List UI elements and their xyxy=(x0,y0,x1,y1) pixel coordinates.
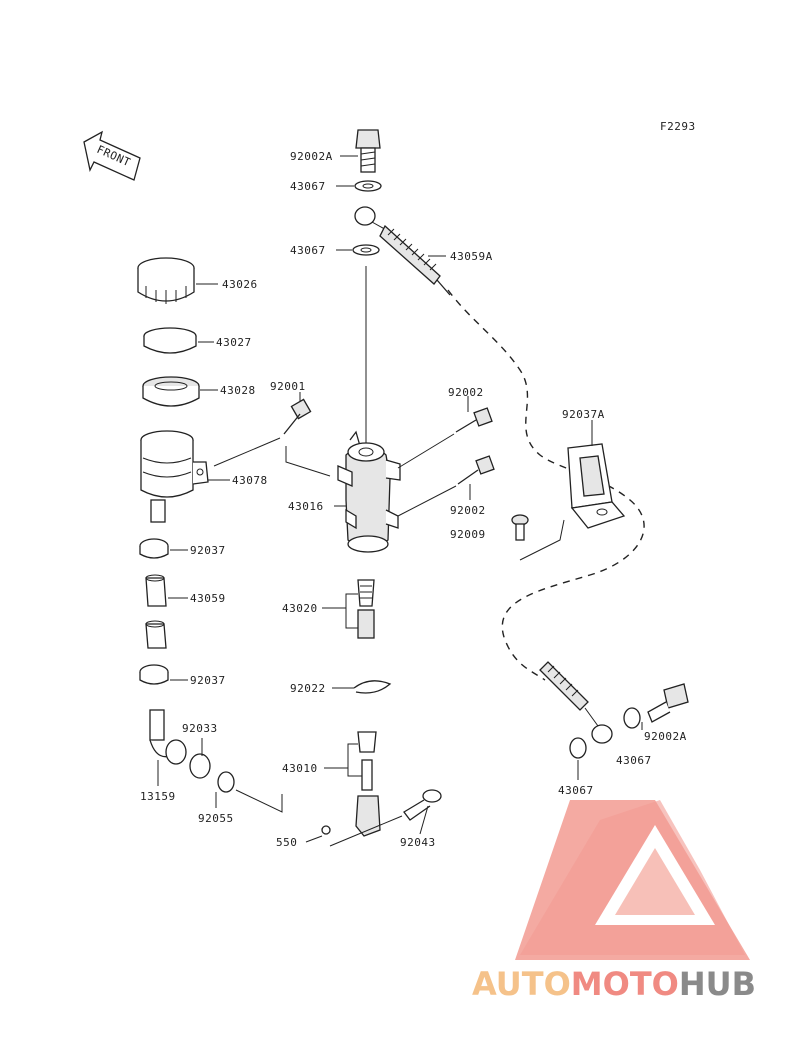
screw-92001 xyxy=(213,398,312,467)
circlip xyxy=(189,753,211,779)
label-43020: 43020 xyxy=(282,602,318,615)
part-labels: 92002A 43067 43067 43059A 43026 43027 43… xyxy=(140,150,687,849)
diaphragm-plate xyxy=(143,327,197,354)
label-92055: 92055 xyxy=(198,812,234,825)
o-ring xyxy=(217,771,235,793)
label-43067-d: 43067 xyxy=(558,784,594,797)
label-92037-a: 92037 xyxy=(190,544,226,557)
label-43078: 43078 xyxy=(232,474,268,487)
label-43067-c: 43067 xyxy=(616,754,652,767)
hose-fitting xyxy=(149,709,187,765)
label-43067-a: 43067 xyxy=(290,180,326,193)
label-43016: 43016 xyxy=(288,500,324,513)
piston-assembly xyxy=(357,579,375,639)
banjo-bolt-top xyxy=(355,129,381,173)
washer-lower-1 xyxy=(623,707,641,729)
diaphragm xyxy=(142,376,200,407)
watermark-text: AUTOMOTOHUB xyxy=(472,965,756,1003)
washer-top-1 xyxy=(354,180,382,192)
label-92043: 92043 xyxy=(400,836,436,849)
front-arrow-icon: FRONT xyxy=(83,130,141,181)
label-43059A: 43059A xyxy=(450,250,493,263)
label-43026: 43026 xyxy=(222,278,258,291)
brake-hose-upper xyxy=(354,206,451,296)
screw-92002-upper xyxy=(397,407,493,469)
label-92037A: 92037A xyxy=(562,408,605,421)
hose-clamp-2 xyxy=(139,664,169,685)
label-92002-upper: 92002 xyxy=(448,386,484,399)
label-43059: 43059 xyxy=(190,592,226,605)
label-92002A-top: 92002A xyxy=(290,150,333,163)
push-rod-assembly xyxy=(355,731,381,837)
washer-lower-2 xyxy=(569,737,587,759)
banjo-bolt-lower xyxy=(647,683,689,723)
label-92001: 92001 xyxy=(270,380,306,393)
label-92022: 92022 xyxy=(290,682,326,695)
label-43027: 43027 xyxy=(216,336,252,349)
screw-92002-lower xyxy=(397,455,495,517)
brake-hose-lower xyxy=(539,661,613,744)
washer-top-2 xyxy=(352,244,380,256)
diagram-code: F2293 xyxy=(660,120,696,133)
hose-clamp-1 xyxy=(139,538,169,559)
label-43028: 43028 xyxy=(220,384,256,397)
label-92037-b: 92037 xyxy=(190,674,226,687)
brake-hose-route xyxy=(447,289,645,681)
label-43067-b: 43067 xyxy=(290,244,326,257)
label-92009: 92009 xyxy=(450,528,486,541)
label-92002A-lower: 92002A xyxy=(644,730,687,743)
screw-92009 xyxy=(511,514,529,541)
reservoir-cap xyxy=(137,257,195,304)
reservoir-hose xyxy=(145,574,167,649)
label-43010: 43010 xyxy=(282,762,318,775)
hose-bracket xyxy=(519,443,626,561)
watermark-moto: MOTO xyxy=(571,965,679,1003)
circlip-92022 xyxy=(353,680,392,694)
watermark-logo: AUTOMOTOHUB xyxy=(472,800,756,1003)
master-cylinder xyxy=(285,430,401,553)
watermark-hub: HUB xyxy=(679,965,756,1003)
watermark-auto: AUTO xyxy=(472,965,571,1003)
clevis-pin xyxy=(329,789,442,847)
label-92002-lower: 92002 xyxy=(450,504,486,517)
reservoir-body xyxy=(140,430,209,523)
label-550: 550 xyxy=(276,836,297,849)
leader-lines xyxy=(157,155,643,843)
cotter-pin xyxy=(321,825,331,835)
label-92033: 92033 xyxy=(182,722,218,735)
label-13159: 13159 xyxy=(140,790,176,803)
